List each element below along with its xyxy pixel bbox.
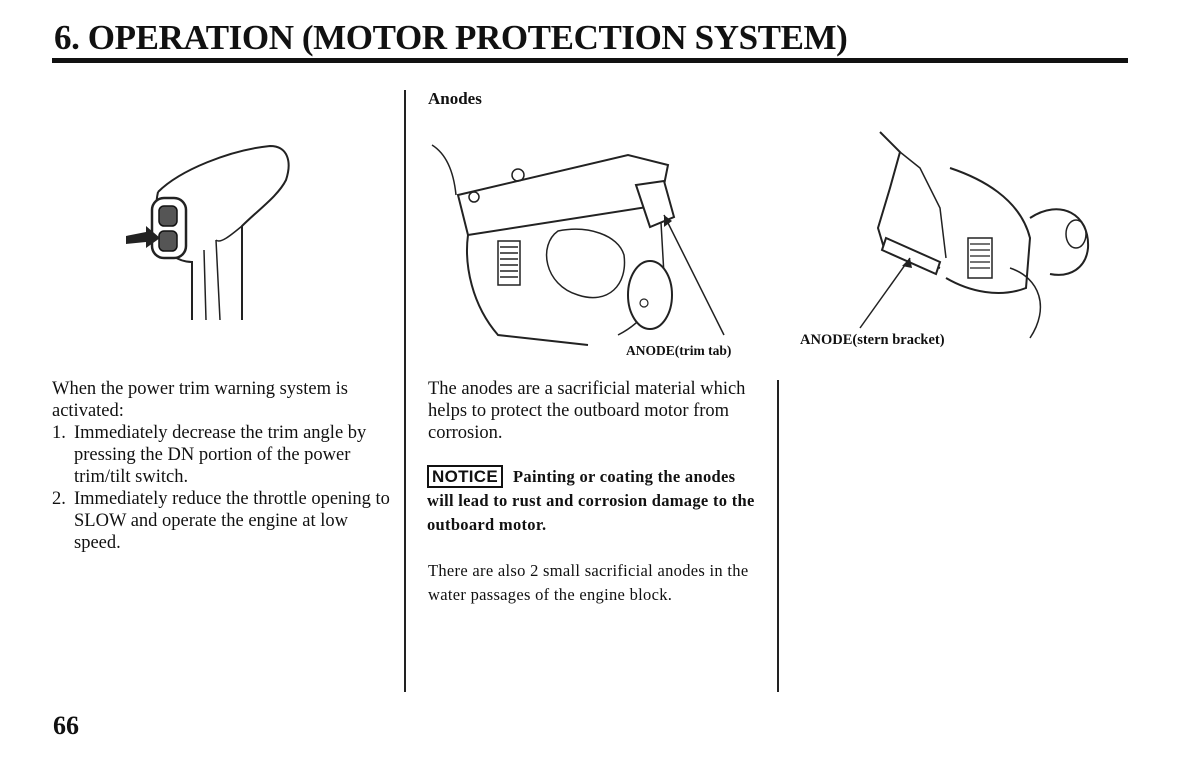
warning-intro: When the power trim warning system is ac… (52, 379, 348, 421)
trim-tab-anode-illustration (431, 144, 725, 346)
step-item: 1. Immediately decrease the trim angle b… (52, 422, 392, 488)
step-item: 2. Immediately reduce the throttle openi… (52, 488, 392, 554)
anodes-description: The anodes are a sacrificial material wh… (428, 379, 746, 443)
step-text: Immediately decrease the trim angle by p… (74, 423, 367, 487)
step-text: Immediately reduce the throttle opening … (74, 489, 390, 553)
stern-bracket-anode-illustration (859, 131, 1090, 339)
step-number: 2. (52, 489, 66, 509)
trim-switch-illustration (126, 144, 290, 321)
middle-column-text: The anodes are a sacrificial material wh… (428, 378, 758, 444)
notice-badge: NOTICE (427, 465, 504, 488)
step-number: 1. (52, 423, 66, 443)
page-number: 66 (53, 711, 79, 740)
column-divider-left (404, 90, 406, 692)
anodes-heading: Anodes (428, 89, 482, 108)
steps-list: 1. Immediately decrease the trim angle b… (52, 422, 392, 554)
extra-anodes-note: There are also 2 small sacrificial anode… (428, 561, 749, 604)
column-divider-right (777, 380, 779, 692)
title-rule (52, 58, 1128, 63)
page-title: 6. OPERATION (MOTOR PROTECTION SYSTEM) (54, 18, 848, 57)
notice-text: Painting or coating the anodes will lead… (427, 467, 755, 534)
left-column-text: When the power trim warning system is ac… (52, 378, 392, 554)
trim-tab-anode-label: ANODE(trim tab) (626, 343, 732, 358)
stern-bracket-anode-label: ANODE(stern bracket) (800, 332, 945, 348)
